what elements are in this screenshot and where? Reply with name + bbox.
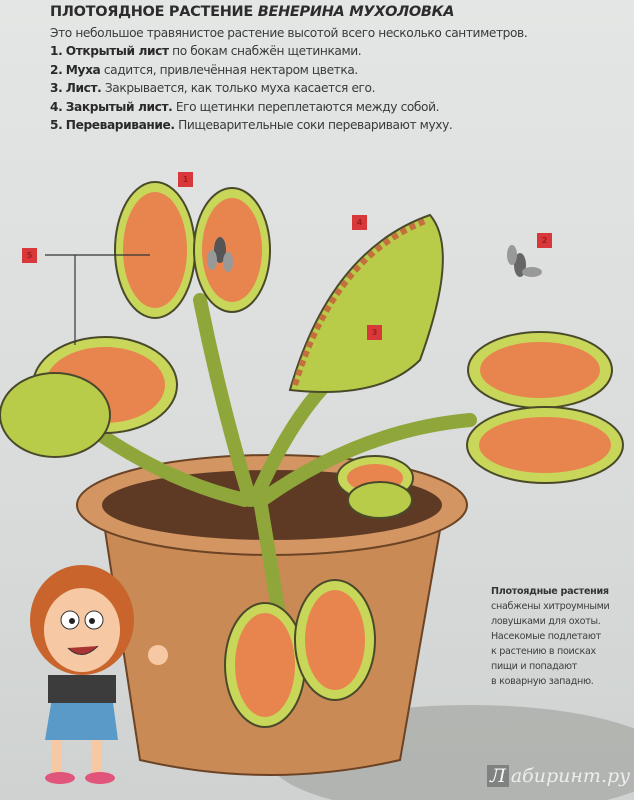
- title-regular: ПЛОТОЯДНОЕ РАСТЕНИЕ: [50, 4, 253, 20]
- closed-trap: [288, 213, 444, 393]
- side-note-heading: Плотоядные растения: [491, 586, 609, 597]
- side-note-line: в коварную западню.: [491, 676, 594, 687]
- step-term: Переваривание.: [65, 118, 175, 133]
- marker-5: 5: [22, 248, 37, 263]
- fly-icon: [507, 245, 542, 277]
- step-term: Открытый лист: [65, 44, 169, 59]
- marker-4: 4: [352, 215, 367, 230]
- right-trap: [466, 331, 624, 484]
- step-text: Пищеварительные соки переваривают муху.: [178, 118, 453, 133]
- step-text: Закрывается, как только муха касается ег…: [104, 81, 376, 96]
- step-num: 3.: [50, 81, 63, 96]
- watermark-text: абиринт.ру: [510, 765, 631, 787]
- side-note-line: ловушками для охоты.: [491, 616, 601, 627]
- side-note-line: Насекомые подлетают: [491, 631, 601, 642]
- step-3: 3. Лист. Закрывается, как только муха ка…: [50, 79, 527, 97]
- watermark-letter: Л: [487, 765, 509, 787]
- step-term: Лист.: [65, 81, 102, 96]
- step-num: 5.: [50, 118, 63, 133]
- left-trap: [0, 336, 178, 458]
- side-note-line: снабжены хитроумными: [491, 601, 610, 612]
- fly-icon: [207, 237, 233, 272]
- side-note-line: пищи и попадают: [491, 661, 578, 672]
- step-text: садится, привлечённая нектаром цветка.: [103, 62, 358, 77]
- step-num: 2.: [50, 62, 63, 77]
- leader-lines: [45, 254, 150, 345]
- intro-line: Это небольшое травянистое растение высот…: [50, 26, 528, 40]
- intro-text: Это небольшое травянистое растение высот…: [50, 24, 528, 134]
- step-5: 5. Переваривание. Пищеварительные соки п…: [50, 116, 527, 134]
- open-trap: [114, 181, 271, 319]
- girl-character: [30, 565, 168, 784]
- title-italic: ВЕНЕРИНА МУХОЛОВКА: [257, 4, 455, 20]
- step-term: Закрытый лист.: [65, 99, 173, 114]
- step-term: Муха: [65, 62, 101, 77]
- bottom-trap: [224, 579, 376, 728]
- step-1: 1. Открытый лист по бокам снабжён щетинк…: [50, 42, 527, 60]
- marker-2: 2: [537, 233, 552, 248]
- step-num: 4.: [50, 99, 63, 114]
- step-num: 1.: [50, 44, 63, 59]
- page-title: ПЛОТОЯДНОЕ РАСТЕНИЕ ВЕНЕРИНА МУХОЛОВКА: [50, 4, 454, 20]
- small-trap: [336, 455, 414, 519]
- side-note-line: к растению в поисках: [491, 646, 596, 657]
- step-text: Его щетинки переплетаются между собой.: [175, 99, 440, 114]
- marker-1: 1: [178, 172, 193, 187]
- step-2: 2. Муха садится, привлечённая нектаром ц…: [50, 61, 527, 79]
- marker-3: 3: [367, 325, 382, 340]
- side-note: Плотоядные растения снабжены хитроумными…: [491, 584, 610, 689]
- step-4: 4. Закрытый лист. Его щетинки переплетаю…: [50, 98, 527, 116]
- step-text: по бокам снабжён щетинками.: [172, 44, 362, 59]
